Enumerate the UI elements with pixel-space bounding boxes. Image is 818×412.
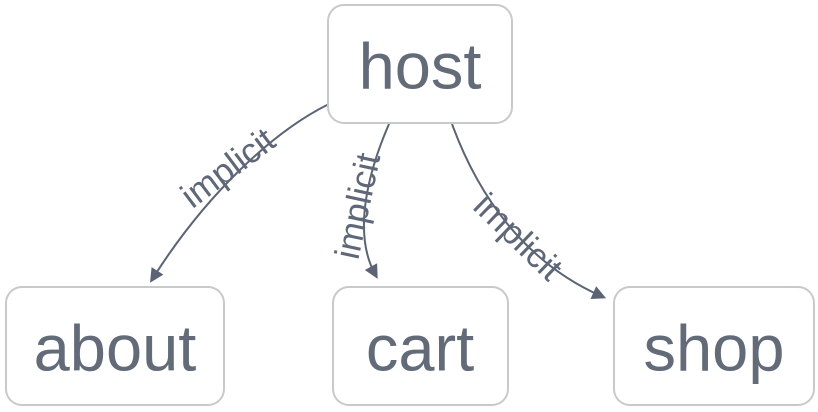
node-shop-box	[613, 286, 815, 406]
edges-layer	[149, 103, 607, 300]
node-host-box	[327, 4, 513, 124]
node-host-label: host	[359, 30, 482, 103]
node-cart-box	[332, 286, 509, 406]
edge-host-about	[149, 103, 330, 283]
node-shop: shop	[613, 286, 815, 406]
node-about: about	[5, 286, 225, 406]
node-host: host	[327, 4, 513, 124]
node-cart: cart	[332, 286, 509, 406]
edge-label-host-shop: implicit	[466, 186, 570, 289]
edge-labels-layer: implicit implicit implicit	[174, 120, 571, 288]
node-about-label: about	[34, 312, 197, 385]
node-shop-label: shop	[644, 312, 785, 385]
edge-label-host-about: implicit	[174, 120, 283, 216]
edge-label-host-cart: implicit	[328, 149, 388, 262]
node-cart-label: cart	[366, 312, 474, 385]
edge-host-cart	[363, 123, 390, 279]
edge-host-shop	[451, 123, 607, 300]
node-about-box	[5, 286, 225, 406]
